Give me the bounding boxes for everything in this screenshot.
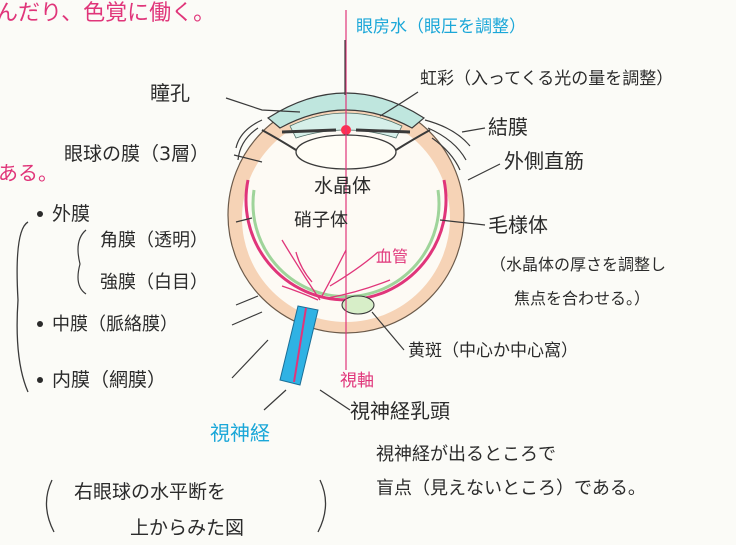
top-note: んだり、色覚に働く。	[0, 1, 215, 26]
layer-outer: 外膜	[52, 203, 90, 225]
label-macula: 黄斑（中心か中心窩）	[408, 341, 578, 361]
label-pupil: 瞳孔	[150, 81, 190, 105]
optic-nerve-pink	[293, 307, 307, 383]
cornea	[266, 92, 426, 129]
layer-list: 外膜 角膜（透明） 強膜（白目） 中膜（脈絡膜） 内膜（網膜）	[16, 203, 208, 393]
leader-lines	[225, 40, 501, 411]
label-lateral-rectus: 外側直筋	[504, 149, 584, 173]
ciliary-right	[395, 129, 431, 151]
label-optic-disc-note-1: 視神経が出るところで	[376, 444, 556, 465]
macula-spot	[341, 295, 375, 315]
layer-cornea: 角膜（透明）	[100, 230, 208, 251]
outer-brace	[77, 229, 87, 295]
layer-middle: 中膜（脈絡膜）	[52, 314, 178, 335]
caption-paren-right	[317, 479, 327, 533]
bullet-middle	[37, 321, 43, 327]
label-visual-axis: 視軸	[340, 371, 374, 391]
label-optic-disc: 視神経乳頭	[350, 399, 450, 423]
iris-shape	[281, 128, 411, 134]
label-ciliary-body: 毛様体	[488, 213, 548, 237]
caption-line2: 上からみた図	[130, 517, 244, 539]
label-blood-vessel: 血管	[376, 247, 408, 266]
label-ciliary-note-1: （水晶体の厚さを調整し	[490, 255, 666, 274]
layer-sclera: 強膜（白目）	[100, 272, 208, 293]
label-optic-disc-note-2: 盲点（見えないところ）である。	[376, 478, 646, 499]
label-optic-nerve: 視神経	[210, 421, 270, 445]
label-eyeball-layers: 眼球の膜（3層）	[64, 143, 209, 165]
ciliary-left	[261, 129, 297, 151]
conjunctiva-lines	[424, 119, 471, 171]
bullet-inner	[37, 377, 43, 383]
side-note: ある。	[0, 161, 58, 185]
caption-paren-left	[45, 479, 55, 533]
label-aqueous: 眼房水（眼圧を調整）	[356, 17, 526, 37]
caption-line1: 右眼球の水平断を	[74, 481, 226, 503]
layer-inner: 内膜（網膜）	[52, 369, 166, 391]
label-lens: 水晶体	[314, 175, 371, 197]
layer-brace	[16, 221, 29, 393]
blood-vessels	[281, 239, 391, 301]
eyeball-drawing	[227, 10, 471, 386]
label-conjunctiva: 結膜	[488, 115, 528, 139]
bullet-outer	[37, 211, 43, 217]
label-vitreous: 硝子体	[294, 210, 348, 231]
caption: 右眼球の水平断を 上からみた図	[45, 479, 327, 539]
label-ciliary-note-2: 焦点を合わせる。）	[514, 289, 650, 308]
label-iris: 虹彩（入ってくる光の量を調整）	[420, 69, 673, 89]
